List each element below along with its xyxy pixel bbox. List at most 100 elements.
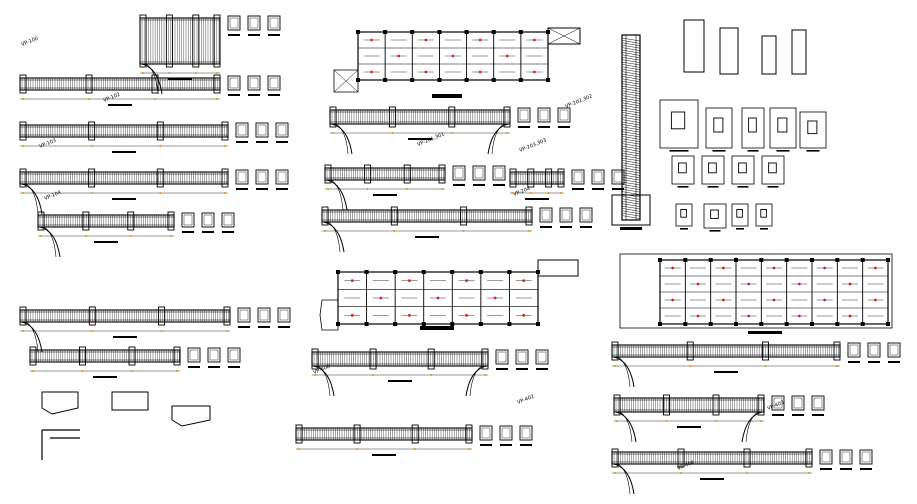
beam-section <box>535 349 549 365</box>
beam-title-bar <box>415 236 439 238</box>
beam-section <box>227 75 241 91</box>
plan-rebar-marker <box>424 38 428 42</box>
plan-column <box>759 258 764 262</box>
column-section-frame <box>659 99 699 149</box>
beam-section <box>221 212 235 228</box>
beam-section-title-bar <box>236 188 248 190</box>
beam-support <box>481 348 489 370</box>
plan-rebar-marker <box>408 279 411 283</box>
column-section-title-bar <box>776 150 790 152</box>
beam-section <box>452 165 466 181</box>
column-section-core <box>736 209 743 218</box>
plan-rebar-marker <box>696 282 700 286</box>
beam-title-bar <box>94 241 118 243</box>
column-section-frame <box>761 155 785 185</box>
plan-rebar-marker <box>671 298 675 302</box>
beam-stirrups <box>613 345 839 357</box>
beam-section-stirrup <box>813 397 823 409</box>
beam-section-stirrup <box>279 309 289 321</box>
beam-section-stirrup <box>869 344 879 356</box>
beam-section-stirrup <box>183 214 193 226</box>
plan-column <box>734 322 738 326</box>
plan-2-stair-box <box>537 259 579 277</box>
plan-column <box>491 30 496 34</box>
beam-dimension-marker <box>356 448 359 450</box>
beam-dimension-marker <box>393 230 396 232</box>
plan-column <box>683 258 688 262</box>
beam-support <box>19 74 27 94</box>
beam-section <box>247 15 261 31</box>
beam-dimension-marker <box>430 374 433 376</box>
beam-section-stirrup <box>793 397 803 409</box>
plan-rebar-marker <box>873 298 877 302</box>
beam-haunch-right-inner <box>745 411 759 443</box>
beam-support <box>503 106 511 128</box>
plan-rebar-marker <box>424 70 428 74</box>
plan-column <box>784 322 789 326</box>
beam-title-bar <box>525 198 549 200</box>
beam-section-title-bar <box>500 444 512 446</box>
floor-framing-plan-2 <box>319 259 579 331</box>
beam-section <box>579 207 593 223</box>
beam-section-title-bar <box>772 414 784 416</box>
plan-column <box>336 322 340 326</box>
plan-column <box>464 78 469 82</box>
stair-detail-3 <box>171 405 211 427</box>
beam-dimension-marker <box>406 188 409 190</box>
beam-section-title-bar <box>228 94 240 96</box>
beam-section <box>557 107 571 123</box>
beam-section-stirrup <box>494 167 504 179</box>
beam-haunch-left-inner <box>43 226 57 258</box>
beam-haunch-left <box>39 226 61 258</box>
beam-dimension-marker <box>441 188 443 190</box>
plan-column <box>546 78 550 82</box>
beam-dimension-marker <box>715 420 717 422</box>
plan-column <box>536 322 540 326</box>
plan-rebar-marker <box>522 313 526 317</box>
beam-section <box>847 342 861 358</box>
column-section-core <box>708 162 717 174</box>
beam-dimension-marker <box>366 188 369 190</box>
beam-section-stirrup <box>229 17 239 29</box>
beam-dimension-marker <box>224 192 226 194</box>
beam-section <box>867 342 881 358</box>
beam-section-title-bar <box>538 126 550 128</box>
beam-section-title-bar <box>268 34 280 36</box>
beam-section <box>771 395 785 411</box>
column-stirrups <box>621 35 641 220</box>
column-section-core <box>670 111 686 130</box>
beam-section-stirrup <box>613 171 623 183</box>
col-detail-2 <box>719 27 739 75</box>
plan-column <box>491 78 496 82</box>
beam-support <box>151 74 159 94</box>
beam-support <box>139 14 147 68</box>
beam-section <box>227 347 241 363</box>
beam-section-stirrup <box>501 427 511 439</box>
beam-section <box>237 307 251 323</box>
column-section-frame <box>731 155 755 185</box>
beam-section-stirrup <box>481 427 491 439</box>
beam-haunch-left-inner <box>327 221 341 253</box>
beam-section-title-bar <box>516 368 528 370</box>
beam-dimension-marker <box>680 472 682 474</box>
beam-dimension-marker <box>154 98 156 100</box>
beam-support <box>527 168 535 188</box>
beam-section-stirrup <box>573 171 583 183</box>
beam-dimension-marker <box>142 72 144 74</box>
plan-rebar-marker <box>379 296 383 300</box>
beam-support <box>613 394 621 416</box>
beam-support <box>37 211 45 231</box>
beam-section-title-bar <box>580 226 592 228</box>
stair-detail-4 <box>41 429 80 460</box>
column-section-core <box>680 209 687 218</box>
beam-section-title-bar <box>480 444 492 446</box>
plan-column <box>658 322 662 326</box>
beam-section-stirrup <box>517 351 527 363</box>
beam-support <box>411 424 419 444</box>
beam-stirrups <box>21 310 229 322</box>
beam-section-stirrup <box>519 109 529 121</box>
beam-title-bar <box>373 194 397 196</box>
beam-section-stirrup <box>889 344 899 356</box>
floor-framing-plan-1 <box>333 27 581 98</box>
column-elevation <box>611 34 651 230</box>
